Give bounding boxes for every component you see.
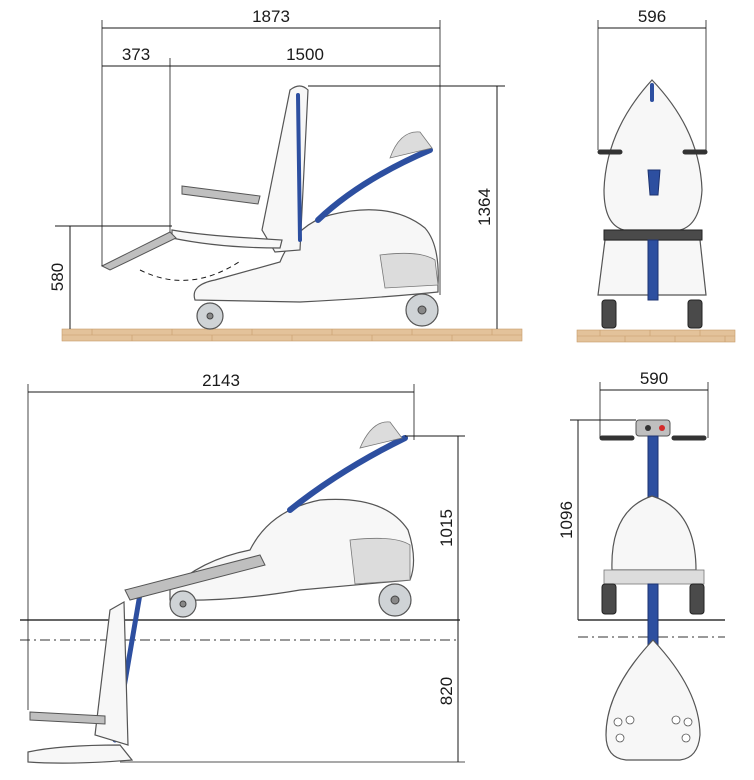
front-view-right-wheel: [687, 299, 703, 329]
side-view-swing-arc: [139, 259, 243, 281]
front-view-dimensions: [597, 20, 707, 150]
lowered-view-front-wheel-hub: [390, 595, 400, 605]
lowered-view-dimensions: [27, 384, 465, 763]
side-view-body-shell: [193, 209, 439, 303]
dim-top-length: 1096: [557, 501, 576, 539]
side-view-backrest-blue: [296, 93, 302, 242]
lowered-view: 2143 1015 820: [20, 371, 465, 764]
dim-side-body-length: 1500: [286, 45, 324, 64]
dim-lowered-height-above: 1015: [437, 509, 456, 547]
side-view-front-wheel-hub: [417, 305, 427, 315]
lowered-view-blue-arm: [287, 435, 408, 513]
top-view-body-base: [603, 569, 705, 585]
dim-side-total-length: 1873: [252, 7, 290, 26]
top-view-button-red: [659, 425, 665, 431]
front-view-floor: [576, 329, 736, 343]
front-view-center-column: [647, 239, 659, 301]
side-view-blue-arm: [315, 147, 433, 223]
dim-side-height: 1364: [475, 188, 494, 226]
front-view-body-shell: [603, 79, 703, 231]
lowered-view-seat: [27, 744, 134, 764]
side-view-footrest: [100, 231, 177, 271]
dim-top-width: 590: [640, 369, 668, 388]
side-view-floor: [61, 328, 523, 342]
lowered-view-body-shell: [169, 498, 415, 601]
top-view-left-wheel: [601, 583, 617, 615]
side-view: 1873 373 1500 1364 580: [48, 7, 523, 342]
lowered-view-handle: [359, 421, 403, 449]
side-view-handle: [389, 131, 433, 159]
front-view-seat: [603, 229, 703, 241]
side-view-armrest: [181, 185, 261, 205]
top-view-right-wheel: [689, 583, 705, 615]
top-view-column: [647, 435, 659, 507]
lowered-view-armrest: [29, 711, 106, 725]
front-view-left-wheel: [601, 299, 617, 329]
dim-side-footrest-length: 373: [122, 45, 150, 64]
top-view: 590 1096: [557, 369, 725, 761]
side-view-seat: [171, 229, 283, 249]
dim-side-seat-height: 580: [48, 263, 67, 291]
front-view: 596: [576, 7, 736, 343]
lowered-view-body-shade: [349, 537, 411, 585]
side-view-dimensions: [55, 20, 505, 329]
dim-lowered-total-length: 2143: [202, 371, 240, 390]
side-view-rear-wheel-hub: [206, 312, 214, 320]
top-view-button-dark: [645, 425, 651, 431]
lowered-view-seat-back: [94, 600, 129, 746]
lowered-view-arm-upper: [124, 554, 266, 601]
top-view-seat-holes: [613, 715, 693, 743]
front-view-center-blue: [647, 169, 661, 196]
dim-front-width: 596: [638, 7, 666, 26]
top-view-dimensions: [570, 382, 709, 620]
dim-lowered-depth-below: 820: [437, 677, 456, 705]
top-view-body-shell: [611, 495, 697, 571]
lowered-view-rear-wheel-hub: [179, 600, 187, 608]
top-view-lowered-seat: [605, 639, 701, 761]
side-view-body-shade: [379, 252, 439, 289]
